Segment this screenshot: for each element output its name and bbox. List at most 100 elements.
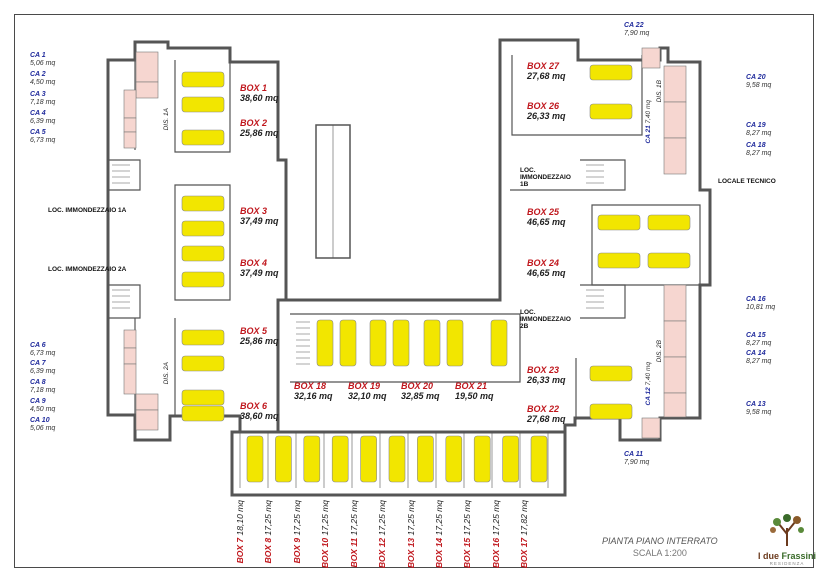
car-center-2: [369, 319, 387, 367]
car-bottom-1: [275, 435, 292, 483]
box-label-13: BOX 13 17,25 mq: [406, 500, 416, 569]
box-label-8: BOX 8 17,25 mq: [263, 500, 273, 564]
cellar-ca-13: [663, 392, 687, 418]
room-locale-tecnico: LOCALE TECNICO: [718, 178, 776, 185]
car-right-1: [589, 103, 633, 120]
brand-subtitle: RESIDENZA: [769, 561, 805, 566]
box-label-12: BOX 12 17,25 mq: [377, 500, 387, 569]
cellar-ca-5: [123, 131, 137, 149]
brand-name: I due Frassini: [757, 551, 817, 561]
car-bottom-6: [417, 435, 434, 483]
cellar-ca-11: [641, 417, 661, 439]
box-label-11: BOX 11 17,25 mq: [349, 500, 359, 568]
cellar-ca-10: [135, 409, 159, 431]
car-center-1: [339, 319, 357, 367]
cellar-ca-2: [135, 81, 159, 99]
box-label-9: BOX 9 17,25 mq: [292, 500, 302, 564]
box-label-15: BOX 15 17,25 mq: [462, 500, 472, 569]
cellar-ca-3: [123, 89, 137, 119]
ca-label-12: CA 12 7,40 mq: [645, 362, 652, 406]
plan-title: PIANTA PIANO INTERRATO SCALA 1:200: [602, 536, 718, 558]
car-right-4: [597, 252, 641, 269]
car-left-7: [181, 329, 225, 346]
car-left-3: [181, 195, 225, 212]
cellar-ca-6: [123, 329, 137, 349]
room-dis-2a: DIS. 2A: [163, 362, 170, 385]
brand-logo: I due Frassini RESIDENZA: [752, 512, 822, 566]
tree-logo-icon: [770, 514, 804, 546]
car-left-10: [181, 405, 225, 422]
car-bottom-3: [331, 435, 349, 483]
car-bottom-4: [360, 435, 377, 483]
room-loc-1b: LOC. IMMONDEZZAIO 1B: [520, 167, 571, 189]
room-loc-2b: LOC. IMMONDEZZAIO 2B: [520, 309, 571, 331]
car-right-5: [647, 252, 691, 269]
room-dis-2b: DIS. 2B: [656, 340, 663, 363]
plan-scale: SCALA 1:200: [632, 548, 687, 558]
plan-title-text: PIANTA PIANO INTERRATO: [602, 536, 718, 546]
cellar-ca-20: [663, 65, 687, 103]
car-center-5: [446, 319, 464, 367]
cellar-ca-14: [663, 356, 687, 394]
car-left-9: [181, 389, 225, 406]
car-center-4: [423, 319, 441, 367]
car-left-2: [181, 129, 225, 146]
cellar-ca-16: [663, 284, 687, 322]
car-left-5: [181, 245, 225, 262]
car-right-3: [647, 214, 691, 231]
box-label-10: BOX 10 17,25 mq: [320, 500, 330, 569]
car-bottom-0: [246, 435, 264, 483]
cellar-ca-8: [123, 363, 137, 395]
room-loc-2a: LOC. IMMONDEZZAIO 2A: [48, 266, 127, 273]
cellar-ca-1: [135, 51, 159, 83]
room-dis-1a: DIS. 1A: [163, 108, 170, 131]
car-center-3: [392, 319, 410, 367]
car-right-0: [589, 64, 633, 81]
room-loc-1a: LOC. IMMONDEZZAIO 1A: [48, 207, 127, 214]
car-left-0: [181, 71, 225, 88]
box-label-7: BOX 7 18,10 mq: [235, 500, 245, 564]
cellar-ca-7: [123, 347, 137, 365]
car-bottom-9: [502, 435, 519, 483]
room-dis-1b: DIS. 1B: [656, 80, 663, 103]
drawing-frame: [14, 14, 814, 568]
car-bottom-7: [445, 435, 463, 483]
cellar-ca-15: [663, 320, 687, 358]
car-left-8: [181, 355, 225, 372]
car-left-6: [181, 271, 225, 288]
car-left-4: [181, 220, 225, 237]
car-center-6: [490, 319, 508, 367]
cellar-ca-9: [135, 393, 159, 411]
car-center-0: [316, 319, 334, 367]
cellar-ca-4: [123, 117, 137, 133]
cellar-ca-18: [663, 137, 687, 175]
car-right-2: [597, 214, 641, 231]
box-label-17: BOX 17 17,82 mq: [519, 500, 529, 569]
